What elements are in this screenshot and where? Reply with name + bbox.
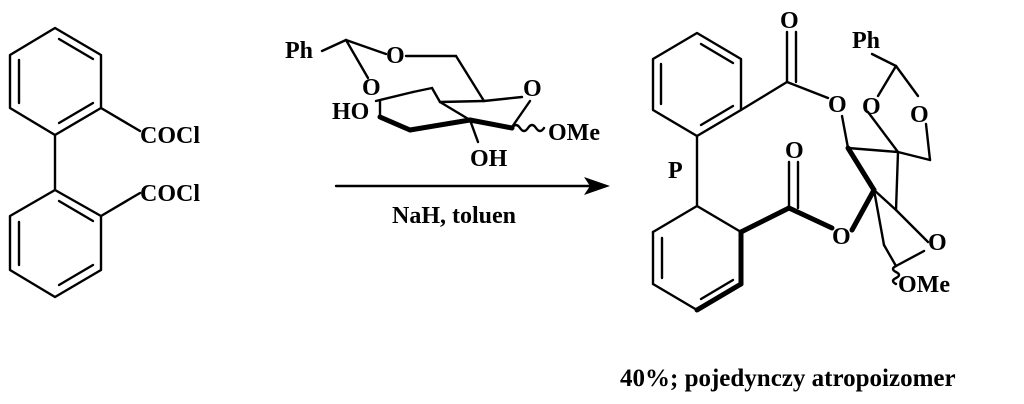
- reaction-arrow: [334, 177, 610, 195]
- methoxy-label: OMe: [548, 120, 600, 146]
- ester-oxygen-top: O: [828, 92, 847, 118]
- product-macrocycle: P O O O O O OMe O O: [651, 8, 950, 313]
- ester-oxygen-bottom: O: [832, 224, 851, 250]
- hydroxyl-c3: HO: [332, 99, 369, 125]
- product-wavy-anomeric-bond: [891, 264, 901, 286]
- ring-oxygen-pyranose: O: [523, 76, 542, 102]
- ring-oxygen-acetal-top: O: [386, 43, 405, 69]
- product-phenyl-label: Ph: [852, 28, 880, 54]
- wavy-anomeric-bond: [510, 123, 546, 133]
- product-methoxy-label: OMe: [898, 272, 950, 298]
- reagent-benzylidene-sugar: Ph O O O HO OH OMe: [285, 38, 600, 172]
- acetal-oxygen-right: O: [910, 102, 929, 128]
- pyranose-ring-oxygen: O: [928, 230, 947, 256]
- acyl-chloride-label-top: COCl: [140, 123, 200, 149]
- product-bottom-ring: [651, 204, 744, 313]
- acetal-oxygen-left: O: [862, 94, 881, 120]
- acyl-chloride-label-bottom: COCl: [140, 181, 200, 207]
- carbonyl-oxygen-bottom: O: [785, 138, 804, 164]
- atropisomer-descriptor: P: [668, 158, 683, 184]
- phenyl-label: Ph: [285, 38, 313, 64]
- top-benzene-ring: [8, 26, 103, 137]
- reactant-biphenyl-dichloride: COCl COCl: [8, 26, 200, 299]
- product-top-ring: [651, 31, 743, 138]
- ring-oxygen-acetal-left: O: [362, 75, 381, 101]
- yield-caption: 40%; pojedynczy atropoizomer: [620, 365, 956, 392]
- carbonyl-oxygen-top: O: [780, 8, 799, 34]
- reaction-conditions: NaH, toluen: [392, 203, 516, 229]
- hydroxyl-c2: OH: [470, 146, 508, 172]
- bottom-benzene-ring: [8, 188, 103, 299]
